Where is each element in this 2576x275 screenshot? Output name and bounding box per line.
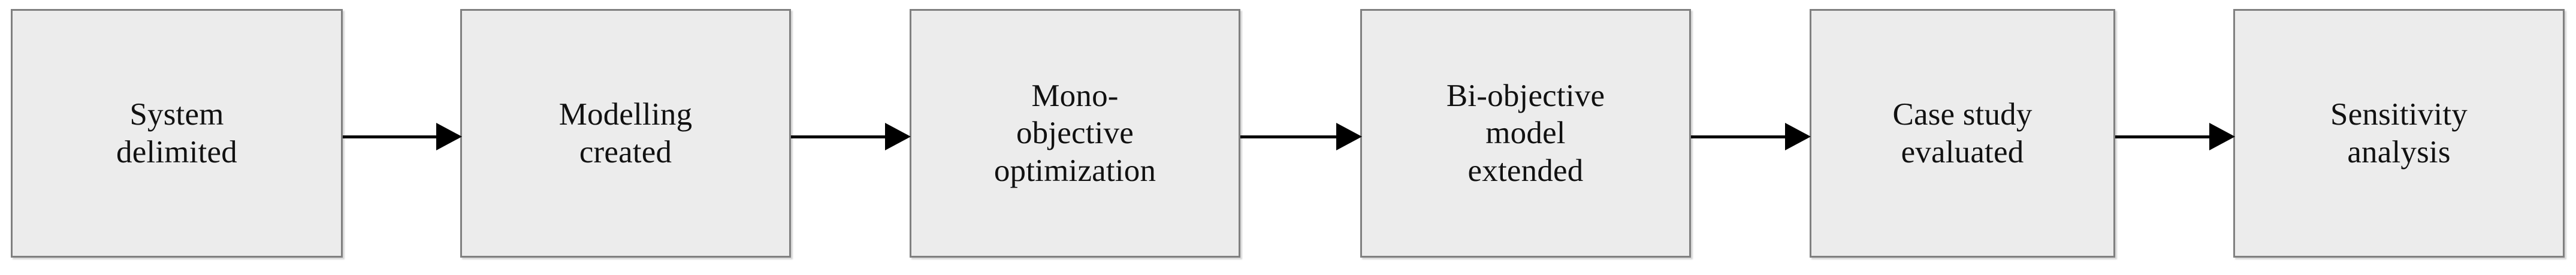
process-node-label: Bi-objective model extended — [1446, 78, 1605, 188]
process-node-bi-objective-model-extended[interactable]: Bi-objective model extended — [1360, 9, 1691, 258]
arrow-shaft — [1691, 135, 1787, 138]
flow-arrow-icon — [1240, 123, 1362, 150]
flow-arrow-icon — [791, 123, 911, 150]
process-node-label: Case study evaluated — [1892, 96, 2033, 170]
process-node-sensitivity-analysis[interactable]: Sensitivity analysis — [2233, 9, 2565, 258]
arrow-head — [436, 123, 462, 150]
arrow-shaft — [343, 135, 438, 138]
process-node-label: Modelling created — [558, 96, 693, 170]
arrow-head — [2209, 123, 2235, 150]
process-node-mono-objective-optimization[interactable]: Mono- objective optimization — [910, 9, 1240, 258]
arrow-shaft — [2115, 135, 2211, 138]
arrow-head — [1336, 123, 1362, 150]
flow-arrow-icon — [343, 123, 462, 150]
process-node-label: System delimited — [116, 96, 237, 170]
arrow-shaft — [1240, 135, 1338, 138]
process-node-label: Mono- objective optimization — [993, 78, 1156, 188]
arrow-head — [885, 123, 911, 150]
flow-arrow-icon — [2115, 123, 2235, 150]
arrow-head — [1785, 123, 1811, 150]
arrow-shaft — [791, 135, 887, 138]
process-node-system-delimited[interactable]: System delimited — [11, 9, 343, 258]
process-node-case-study-evaluated[interactable]: Case study evaluated — [1810, 9, 2115, 258]
flow-arrow-icon — [1691, 123, 1811, 150]
process-node-label: Sensitivity analysis — [2330, 96, 2468, 170]
process-node-modelling-created[interactable]: Modelling created — [460, 9, 791, 258]
